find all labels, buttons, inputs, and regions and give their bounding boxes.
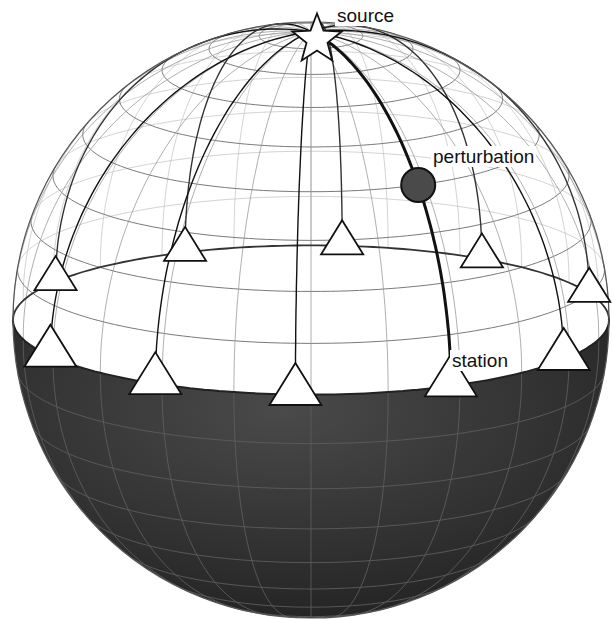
ray-path xyxy=(155,32,311,384)
latitude-line-back xyxy=(55,111,311,167)
meridian-line-south xyxy=(353,385,460,615)
meridian-line-back xyxy=(23,97,113,300)
station-triangle xyxy=(24,325,76,367)
ray-path xyxy=(185,24,275,252)
meridian-line xyxy=(23,32,311,340)
sphere-body xyxy=(13,22,609,618)
meridian-line-south xyxy=(23,339,113,542)
station-triangle xyxy=(164,227,206,261)
meridian-line-back xyxy=(234,23,293,248)
perturbation-label: perturbation xyxy=(431,146,536,167)
ray-path xyxy=(295,32,311,395)
latitude-line-south xyxy=(90,517,535,562)
latitude-line-back xyxy=(32,151,311,216)
meridian-line xyxy=(311,31,509,98)
meridian-line xyxy=(162,32,311,385)
meridian-line xyxy=(311,32,312,395)
meridian-line-back xyxy=(509,97,599,300)
latitude-line-back xyxy=(311,51,493,84)
sphere-outline xyxy=(13,22,609,618)
meridian-line-back xyxy=(428,46,569,283)
meridian-line-back xyxy=(329,23,388,248)
meridian-line xyxy=(311,32,460,385)
station-triangle xyxy=(568,268,610,302)
station-triangle xyxy=(321,220,363,254)
station-triangle xyxy=(129,352,181,394)
station-triangle xyxy=(35,256,77,290)
equator-line xyxy=(13,245,311,320)
ray-path xyxy=(50,32,311,357)
meridian-line-south xyxy=(381,373,521,610)
meridian-line-south xyxy=(162,385,269,615)
meridian-line-south xyxy=(311,395,312,618)
meridian-line-south xyxy=(234,392,293,617)
meridian-line xyxy=(311,32,599,340)
latitude-line-south xyxy=(129,554,495,589)
meridian-line xyxy=(13,32,311,321)
station-label: station xyxy=(450,350,510,371)
meridian-line-south xyxy=(100,373,240,610)
meridian-line xyxy=(311,32,569,358)
station-triangle xyxy=(269,363,321,405)
station-triangle xyxy=(461,233,503,267)
meridian-line-south xyxy=(329,392,388,617)
station-triangle xyxy=(538,328,590,370)
meridian-line xyxy=(100,32,311,373)
ray-path xyxy=(311,32,564,360)
equator-line xyxy=(311,245,609,318)
meridian-line xyxy=(311,32,609,321)
ray-path xyxy=(364,27,482,259)
equator-line xyxy=(13,318,609,395)
perturbation-dot xyxy=(401,168,435,202)
source-label: source xyxy=(335,5,396,26)
latitude-line-south xyxy=(57,473,567,529)
meridian-line xyxy=(311,32,388,393)
